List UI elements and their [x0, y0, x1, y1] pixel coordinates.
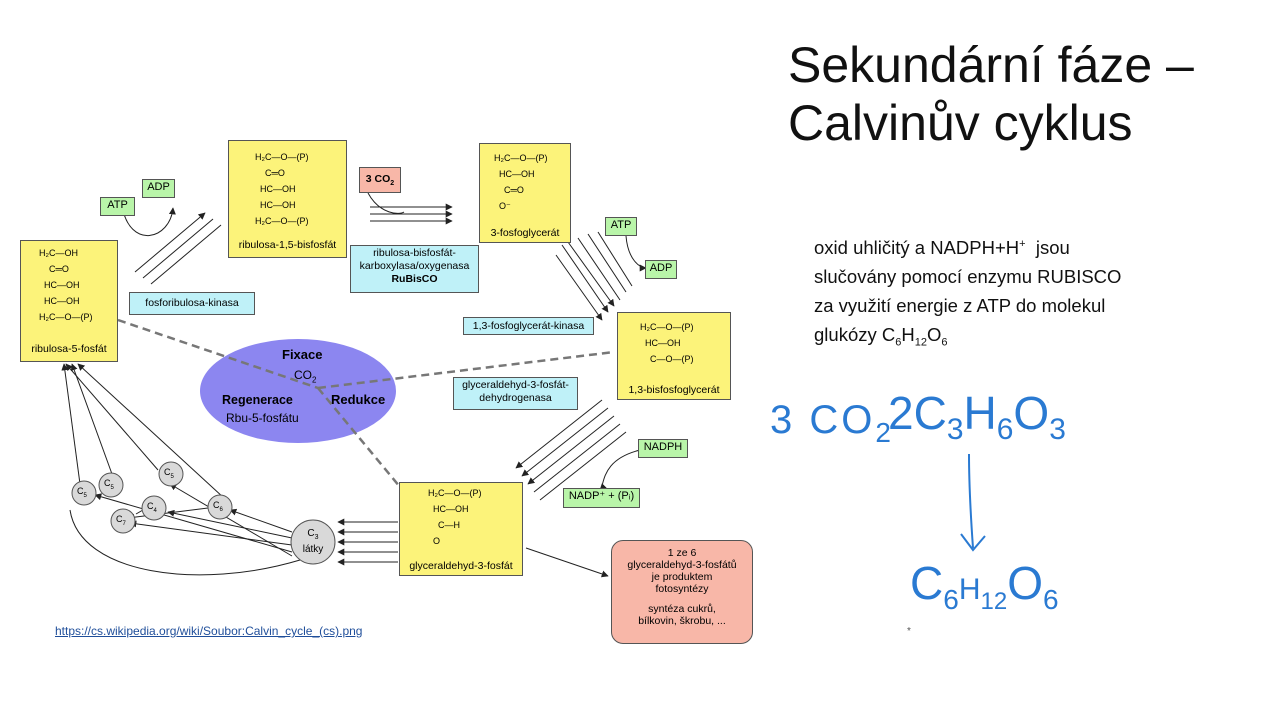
pga-box: H₂C—O—(P) HC—OH C═O O⁻ 3-fosfoglycerát — [479, 143, 571, 243]
enzyme-rubisco: ribulosa-bisfosfát- karboxylasa/oxygenas… — [350, 245, 479, 293]
desc-h: H — [901, 324, 915, 346]
cycle-regenerace: Regenerace — [222, 393, 293, 407]
bpg-box: H₂C—O—(P) HC—OH C—O—(P) 1,3-bisfosfoglyc… — [617, 312, 731, 400]
co2-curve — [367, 192, 405, 214]
carbon-c5c: C5 — [164, 467, 174, 480]
rubp-formula: H₂C—O—(P) C═O HC—OH HC—OH H₂C—O—(P) — [255, 152, 309, 226]
hand-down-arrow — [960, 453, 986, 552]
desc-sub1: 6 — [895, 336, 902, 349]
asterisk-mark: * — [907, 626, 911, 637]
desc-line1: oxid uhličitý a NADPH+H — [814, 237, 1020, 259]
atp-adp-left-arrow — [121, 205, 176, 237]
g3p-to-c3-arrows — [337, 518, 398, 566]
product-box: 1 ze 6 glyceraldehyd-3-fosfátů je produk… — [611, 540, 753, 644]
pga-formula: H₂C—O—(P) HC—OH C═O O⁻ — [494, 153, 548, 211]
adp-right: ADP — [645, 260, 677, 279]
rubp-box: H₂C—O—(P) C═O HC—OH HC—OH H₂C—O—(P) ribu… — [228, 140, 347, 258]
enzyme-gapdh: glyceraldehyd-3-fosfát- dehydrogenasa — [453, 377, 578, 410]
enzyme-prk: fosforibulosa-kinasa — [129, 292, 255, 315]
desc-sup: + — [1019, 238, 1026, 250]
r5p-box: H₂C—OH C═O HC—OH HC—OH H₂C—O—(P) ribulos… — [20, 240, 118, 362]
desc-sub2: 12 — [914, 336, 927, 349]
g3p-name: glyceraldehyd-3-fosfát — [409, 560, 513, 572]
carbon-c7: C7 — [116, 514, 126, 527]
g3p-box: H₂C—O—(P) HC—OH C—H O glyceraldehyd-3-fo… — [399, 482, 523, 576]
hand-intermediate: 2C3H6O3 — [888, 387, 1066, 447]
nadp: NADP⁺ + (Pᵢ) — [563, 488, 640, 508]
product-arrow — [525, 547, 609, 578]
carbon-nodes — [71, 461, 336, 565]
cycle-co2: CO2 — [294, 368, 317, 385]
carbon-c4: C4 — [147, 501, 157, 514]
desc-line2: slučovány pomocí enzymu RUBISCO — [814, 266, 1122, 288]
pgk-arrows — [555, 231, 633, 321]
slide-title: Sekundární fáze – Calvinův cyklus — [788, 36, 1194, 152]
r5p-formula: H₂C—OH C═O HC—OH HC—OH H₂C—O—(P) — [39, 248, 93, 322]
rubisco-arrows — [370, 203, 453, 225]
c3-pool: C3 látky — [302, 528, 324, 555]
carbon-c6: C6 — [213, 500, 223, 513]
hand-reactant: 3 CO2 — [770, 398, 894, 448]
slide-title-line2: Calvinův cyklus — [788, 95, 1133, 151]
bpg-formula: H₂C—O—(P) HC—OH C—O—(P) — [640, 322, 694, 364]
atp-adp-right-arrow — [625, 235, 647, 272]
cycle-ellipse — [200, 339, 396, 443]
nadph-arrow — [599, 449, 641, 491]
g3p-formula: H₂C—O—(P) HC—OH C—H O — [428, 488, 482, 546]
desc-line1-end: jsou — [1025, 237, 1070, 259]
slide-description: oxid uhličitý a NADPH+H+ jsou slučovány … — [814, 230, 1234, 358]
nadph: NADPH — [638, 439, 688, 458]
atp-left: ATP — [100, 197, 135, 216]
rubp-name: ribulosa-1,5-bisfosfát — [238, 239, 337, 251]
desc-o: O — [926, 324, 942, 346]
carbon-c5a: C5 — [77, 486, 87, 499]
atp-right: ATP — [605, 217, 637, 236]
co2-input: 3 CO2 — [359, 167, 401, 193]
enzyme-pgk: 1,3-fosfoglycerát-kinasa — [463, 317, 594, 335]
prk-arrows — [134, 212, 222, 285]
cycle-rbu: Rbu-5-fosfátu — [226, 411, 299, 425]
adp-left: ADP — [142, 179, 175, 198]
desc-line3: za využití energie z ATP do molekul — [814, 295, 1106, 317]
cycle-dashed-lines — [117, 318, 615, 488]
regeneration-arrows — [61, 363, 301, 576]
cycle-redukce: Redukce — [331, 392, 386, 407]
desc-sub3: 6 — [941, 336, 948, 349]
hand-product: C6H12O6 — [910, 557, 1059, 616]
desc-line4: glukózy C — [814, 324, 896, 346]
bpg-name: 1,3-bisfosfoglycerát — [628, 384, 720, 396]
source-link[interactable]: https://cs.wikipedia.org/wiki/Soubor:Cal… — [55, 624, 363, 638]
slide-title-line1: Sekundární fáze – — [788, 37, 1194, 93]
pga-name: 3-fosfoglycerát — [490, 227, 560, 239]
r5p-name: ribulosa-5-fosfát — [31, 343, 107, 355]
carbon-c5b: C5 — [104, 478, 114, 491]
cycle-fixace: Fixace — [282, 347, 323, 362]
gapdh-arrows — [515, 399, 627, 501]
